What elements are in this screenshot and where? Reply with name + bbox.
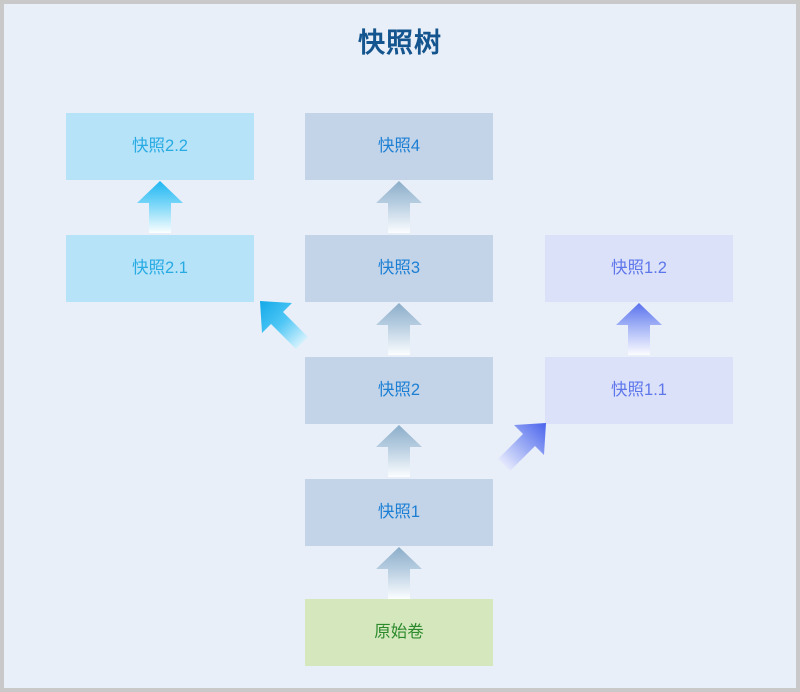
- node-snapshot-2[interactable]: 快照2: [305, 357, 493, 424]
- node-label: 快照3: [377, 259, 421, 278]
- node-label: 快照2.2: [132, 137, 188, 156]
- page-title: 快照树: [358, 28, 442, 58]
- arrow-up-icon-snapshot-2-1-to-snapshot-2-2: [137, 181, 183, 233]
- node-snapshot-2-1[interactable]: 快照2.1: [66, 235, 254, 302]
- arrow-up-icon-snapshot-3-to-snapshot-4: [376, 181, 422, 233]
- node-snapshot-2-2[interactable]: 快照2.2: [66, 113, 254, 180]
- arrow-up-left-icon-snapshot-2-to-snapshot-2-1: [256, 297, 312, 353]
- node-snapshot-3[interactable]: 快照3: [305, 235, 493, 302]
- arrow-up-icon-snapshot-1-1-to-snapshot-1-2: [616, 303, 662, 355]
- node-label: 快照1.2: [611, 259, 667, 278]
- arrow-up-icon-origin-to-snapshot-1: [376, 547, 422, 599]
- node-label: 原始卷: [374, 623, 424, 642]
- node-label: 快照1.1: [611, 381, 667, 400]
- arrow-up-icon-snapshot-2-to-snapshot-3: [376, 303, 422, 355]
- node-origin-volume[interactable]: 原始卷: [305, 599, 493, 666]
- node-label: 快照1: [377, 503, 421, 522]
- node-label: 快照4: [377, 137, 421, 156]
- node-snapshot-4[interactable]: 快照4: [305, 113, 493, 180]
- node-label: 快照2.1: [132, 259, 188, 278]
- node-snapshot-1-1[interactable]: 快照1.1: [545, 357, 733, 424]
- node-label: 快照2: [377, 381, 421, 400]
- node-snapshot-1[interactable]: 快照1: [305, 479, 493, 546]
- arrow-up-icon-snapshot-1-to-snapshot-2: [376, 425, 422, 477]
- node-snapshot-1-2[interactable]: 快照1.2: [545, 235, 733, 302]
- arrow-up-right-icon-snapshot-1-to-snapshot-1-1: [494, 419, 550, 475]
